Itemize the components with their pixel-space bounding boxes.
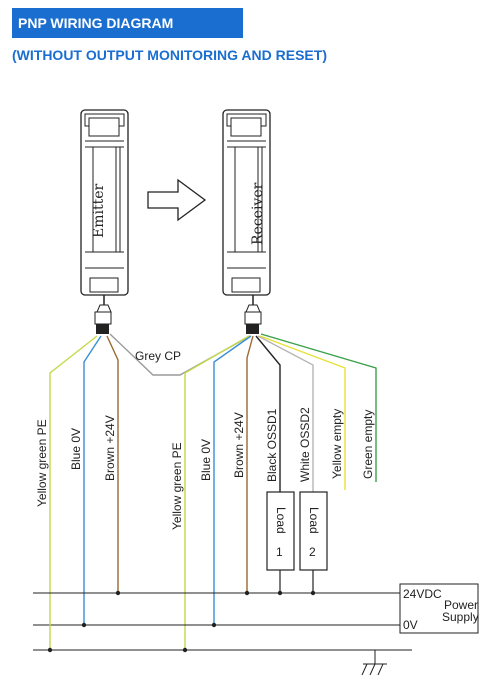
receiver-wire-label-green: Green empty [361, 410, 375, 479]
power-supply: 24VDC 0V Power Supply [399, 583, 479, 634]
receiver-wire-label-24v: Brown +24V [232, 412, 246, 478]
power-supply-neg: 0V [403, 618, 418, 632]
receiver-wire-label-ossd1: Black OSSD1 [265, 408, 279, 482]
link-cable-label: Grey CP [135, 349, 181, 363]
load-2-label: Load [307, 507, 321, 534]
receiver-device: Receiver [222, 109, 271, 296]
load-2: Load 2 [299, 491, 328, 571]
power-supply-pos: 24VDC [403, 587, 442, 601]
emitter-wire-label-24v: Brown +24V [103, 415, 117, 481]
receiver-wire-label-0v: Blue 0V [199, 439, 213, 481]
emitter-wire-label-0v: Blue 0V [69, 428, 83, 470]
emitter-wires [49, 333, 251, 625]
emitter-wire-label-pe: Yellow green PE [35, 419, 49, 507]
receiver-label: Receiver [250, 182, 266, 245]
arrow-icon [147, 178, 207, 222]
emitter-device: Emitter [80, 109, 129, 296]
ground-icon [361, 650, 387, 676]
receiver-wire-label-ossd2: White OSSD2 [298, 407, 312, 482]
diagram-subtitle: (WITHOUT OUTPUT MONITORING AND RESET) [12, 47, 327, 63]
junction-dots [81, 590, 316, 653]
load-1: Load 1 [266, 491, 295, 571]
emitter-label: Emitter [91, 183, 107, 238]
diagram-title: PNP WIRING DIAGRAM [12, 8, 243, 38]
load-2-number: 2 [309, 545, 316, 559]
receiver-wire-label-yellow: Yellow empty [330, 409, 344, 479]
load-1-number: 1 [276, 545, 283, 559]
power-supply-label-1: Power [444, 598, 478, 612]
emitter-connector [94, 295, 112, 334]
power-buses [33, 592, 412, 651]
receiver-connector [244, 295, 262, 334]
load-1-label: Load [274, 507, 288, 534]
receiver-wire-label-pe: Yellow green PE [170, 442, 184, 530]
power-supply-label-2: Supply [442, 610, 479, 624]
